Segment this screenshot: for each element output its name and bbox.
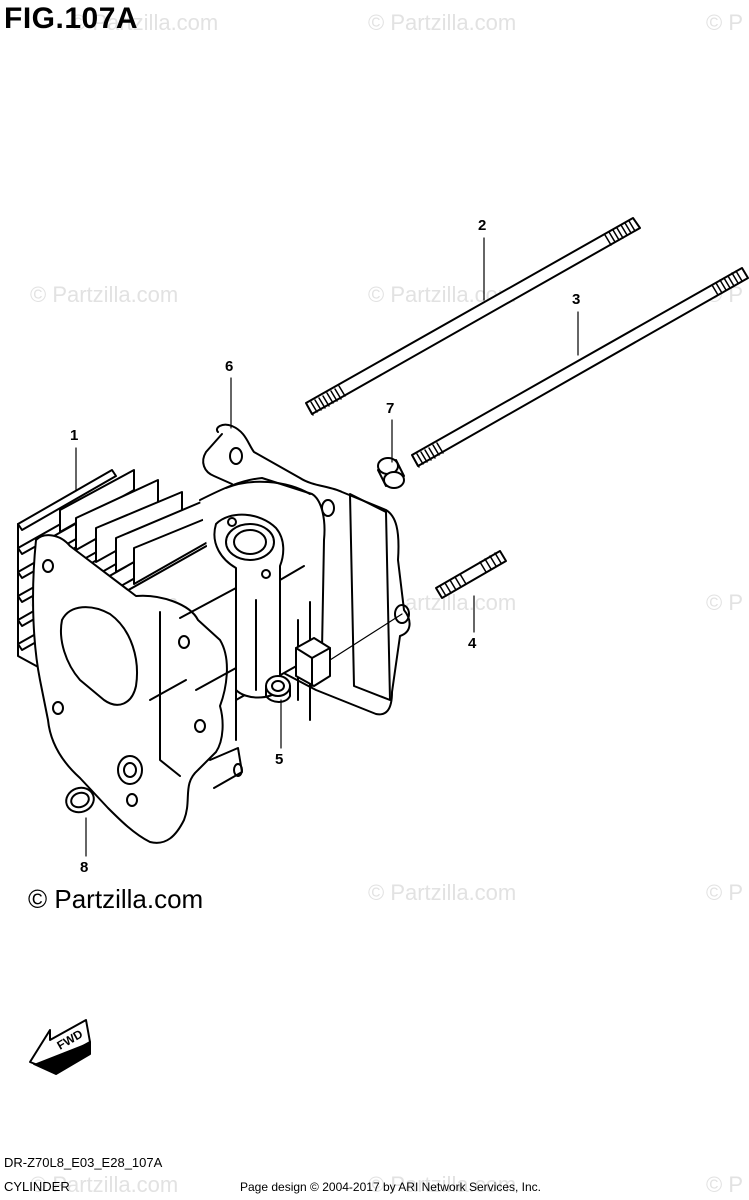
figure-name: CYLINDER [4, 1179, 70, 1194]
watermark: © Partzilla.com [368, 10, 517, 35]
watermark: © Partzilla.com [368, 880, 517, 905]
callout-1[interactable]: 1 [70, 427, 79, 444]
watermark: © P [706, 10, 743, 35]
figure-title: FIG.107A [4, 2, 139, 35]
callout-5[interactable]: 5 [275, 751, 284, 768]
callout-2[interactable]: 2 [478, 217, 487, 234]
stud-4[interactable] [435, 550, 507, 599]
nut-5[interactable] [265, 675, 291, 703]
stud-bolt-3[interactable] [411, 267, 749, 468]
stud-bolt-2[interactable] [305, 217, 641, 416]
watermark: © P [706, 590, 743, 615]
watermark-main: © Partzilla.com [28, 884, 204, 914]
o-ring-8[interactable] [63, 784, 98, 816]
block-5a[interactable] [295, 637, 331, 687]
watermark: © P [706, 1172, 743, 1197]
cylinder-1[interactable] [17, 469, 326, 844]
callout-3[interactable]: 3 [572, 291, 581, 308]
watermark: © Partzilla.com [30, 282, 179, 307]
callout-7[interactable]: 7 [386, 400, 395, 417]
footer-copyright: Page design © 2004-2017 by ARI Network S… [240, 1180, 542, 1194]
watermark: © Partzilla.com [30, 1172, 179, 1197]
dowel-pin-7[interactable] [377, 457, 405, 489]
callout-4[interactable]: 4 [468, 635, 477, 652]
fwd-arrow-icon: FWD [29, 1019, 91, 1075]
leader-lines [75, 237, 579, 857]
watermark: © Partzilla.com [70, 10, 219, 35]
watermark: © P [706, 880, 743, 905]
watermark: © Partzilla.com [368, 1172, 517, 1197]
callout-6[interactable]: 6 [225, 358, 234, 375]
callout-8[interactable]: 8 [80, 859, 89, 876]
figure-code: DR-Z70L8_E03_E28_107A [4, 1155, 163, 1170]
